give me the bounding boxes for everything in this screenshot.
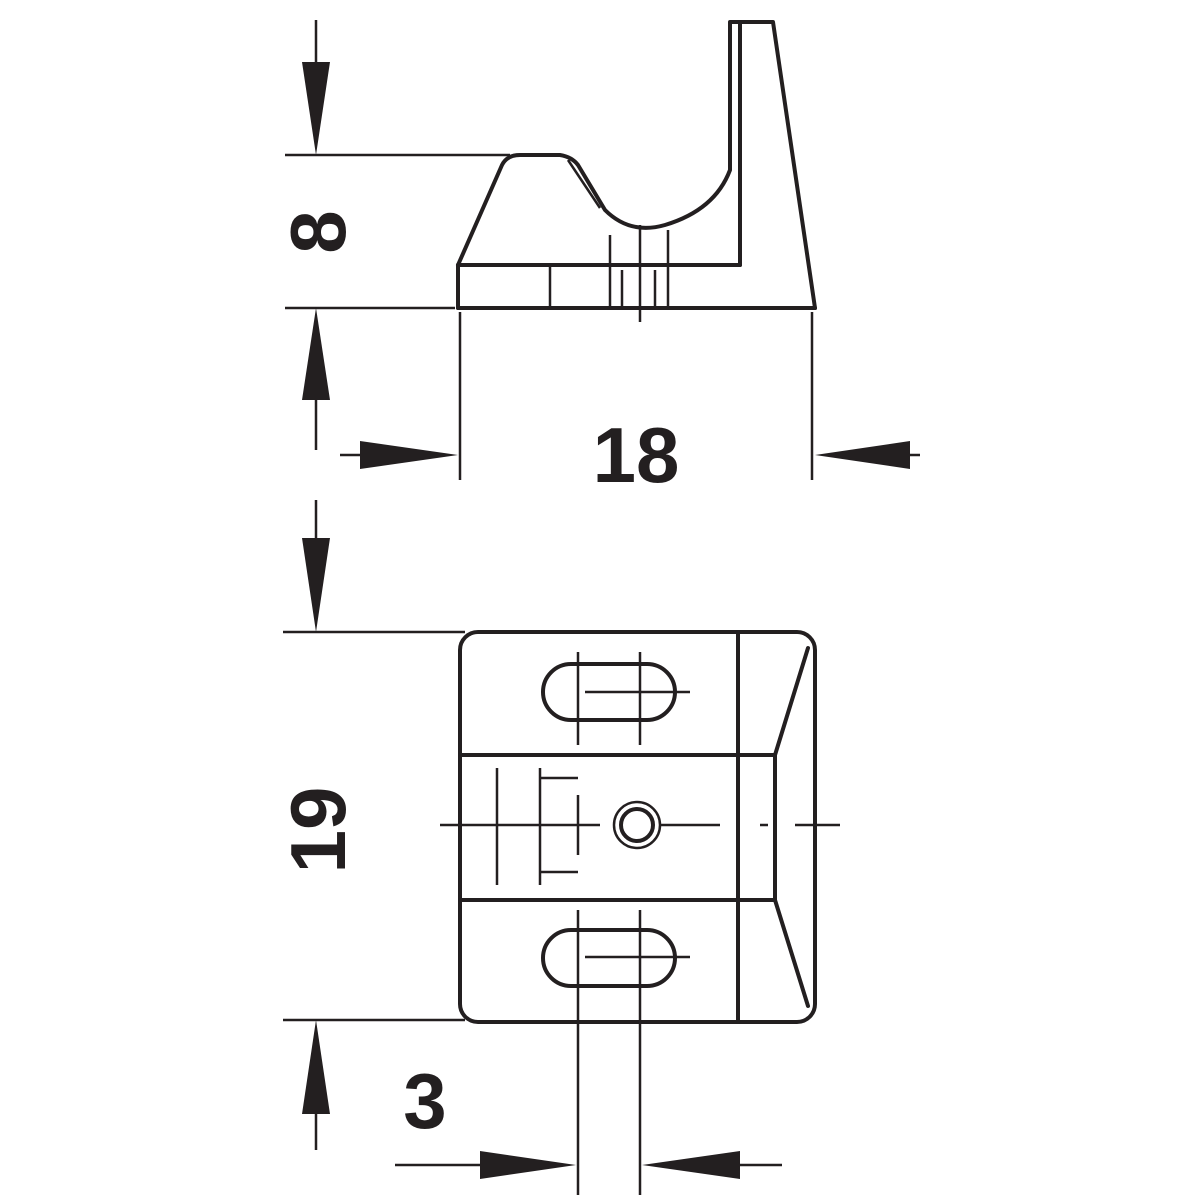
arrow-up-icon: [302, 1020, 330, 1114]
arrow-right-icon: [480, 1151, 576, 1179]
side-view: 8 18: [274, 20, 920, 499]
dimension-offset-3: 3: [395, 910, 782, 1195]
side-view-part-outline: [456, 20, 817, 322]
arrow-up-icon: [302, 308, 330, 400]
arrow-right-icon: [360, 441, 458, 469]
plan-view-part-outline: [440, 630, 840, 1024]
arrow-left-icon: [642, 1151, 740, 1179]
dimension-label-18: 18: [593, 411, 680, 499]
plan-view: 19 3: [274, 500, 840, 1195]
dimension-label-8: 8: [274, 210, 362, 253]
dimension-height-8: 8: [274, 20, 510, 450]
dimension-height-19: 19: [274, 500, 465, 1150]
dimension-width-18: 18: [340, 312, 920, 499]
arrow-left-icon: [815, 441, 910, 469]
dimension-label-19: 19: [274, 787, 362, 874]
arrow-down-icon: [302, 62, 330, 155]
dimension-label-3: 3: [403, 1057, 446, 1145]
arrow-down-icon: [302, 538, 330, 632]
